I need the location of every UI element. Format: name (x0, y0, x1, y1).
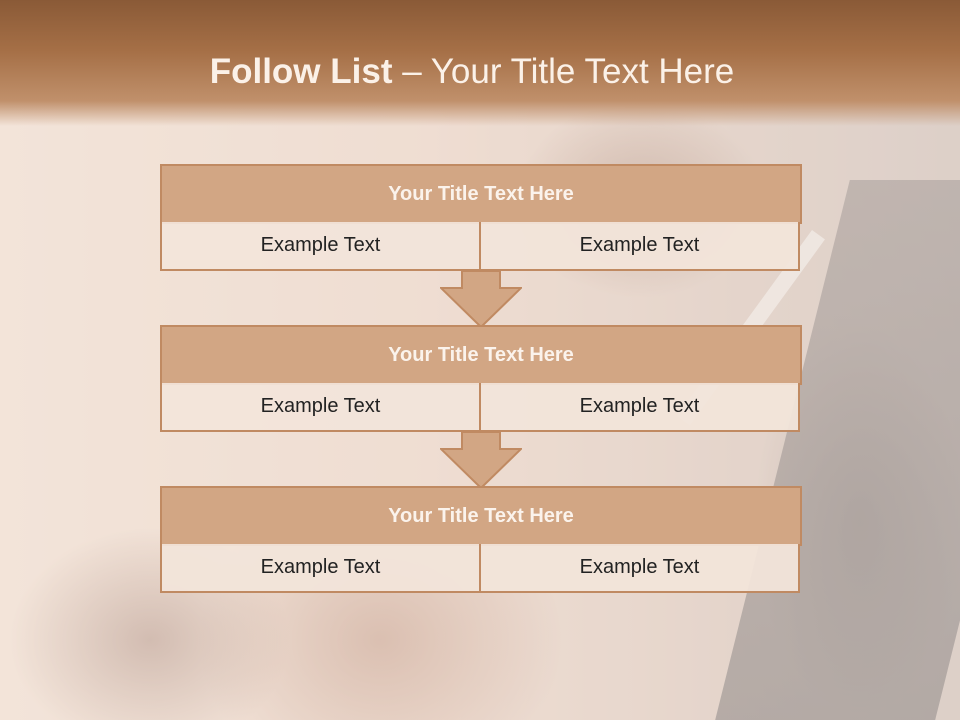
step-3-left-cell: Example Text (160, 544, 481, 593)
step-3-title: Your Title Text Here (160, 486, 802, 546)
slide-title-bold: Follow List (209, 52, 393, 91)
step-2: Your Title Text Here Example Text Exampl… (160, 325, 802, 432)
step-3-right-cell: Example Text (479, 544, 800, 593)
step-2-left-cell: Example Text (160, 383, 481, 432)
slide-title-rest: – Your Title Text Here (392, 52, 735, 91)
slide-title: Follow List – Your Title Text Here (0, 52, 944, 92)
step-2-title: Your Title Text Here (160, 325, 802, 385)
step-2-right-cell: Example Text (479, 383, 800, 432)
step-1-left-cell: Example Text (160, 222, 481, 271)
header-band (0, 0, 960, 126)
step-3: Your Title Text Here Example Text Exampl… (160, 486, 802, 593)
step-1-right-cell: Example Text (479, 222, 800, 271)
step-1-title: Your Title Text Here (160, 164, 802, 224)
down-arrow-icon (440, 270, 522, 328)
step-1: Your Title Text Here Example Text Exampl… (160, 164, 802, 271)
down-arrow-icon (440, 431, 522, 489)
